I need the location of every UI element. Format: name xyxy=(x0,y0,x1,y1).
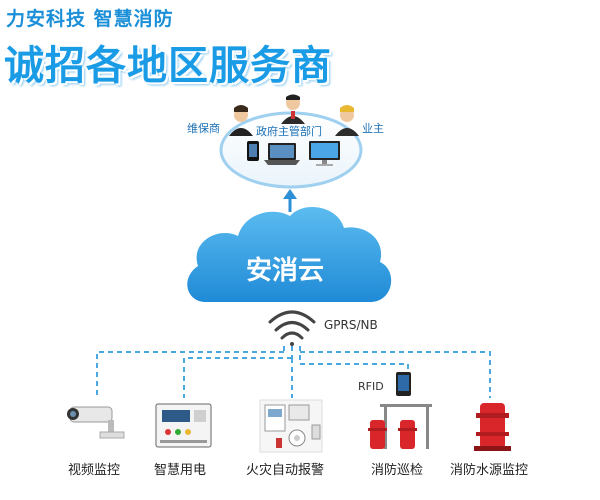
electric-meter-icon xyxy=(155,403,212,448)
role-label-owner: 业主 xyxy=(362,122,384,135)
fire-water-pump-icon xyxy=(474,403,511,451)
role-label-maintainer: 维保商 xyxy=(187,122,220,135)
laptop-icon xyxy=(264,143,300,165)
cloud-label: 安消云 xyxy=(246,256,325,286)
device-label-fire-alarm: 火灾自动报警 xyxy=(246,463,325,478)
rfid-phone-icon xyxy=(396,372,411,396)
device-label-patrol: 消防巡检 xyxy=(371,463,424,478)
phone-icon xyxy=(247,141,259,161)
rfid-label: RFID xyxy=(358,380,384,393)
device-label-water: 消防水源监控 xyxy=(450,463,529,478)
brand-title: 力安科技 智慧消防 xyxy=(6,8,174,30)
security-camera-icon xyxy=(67,406,125,439)
desktop-monitor-icon xyxy=(309,141,340,166)
device-label-electricity: 智慧用电 xyxy=(154,463,207,478)
fire-alarm-devices-icon xyxy=(259,399,323,453)
government-avatar-icon xyxy=(281,94,305,124)
network-label: GPRS/NB xyxy=(324,318,378,332)
cloud-shape xyxy=(187,206,392,302)
maintainer-avatar-icon xyxy=(229,105,253,136)
upload-arrow xyxy=(283,189,297,212)
slogan-banner: 诚招各地区服务商 xyxy=(4,43,332,89)
device-label-video: 视频监控 xyxy=(68,463,121,478)
role-label-government: 政府主管部门 xyxy=(256,125,322,138)
fire-patrol-equipment-icon xyxy=(368,404,432,449)
device-connectors xyxy=(96,346,491,398)
wireless-signal-icon xyxy=(268,310,316,346)
owner-avatar-icon xyxy=(335,105,359,136)
